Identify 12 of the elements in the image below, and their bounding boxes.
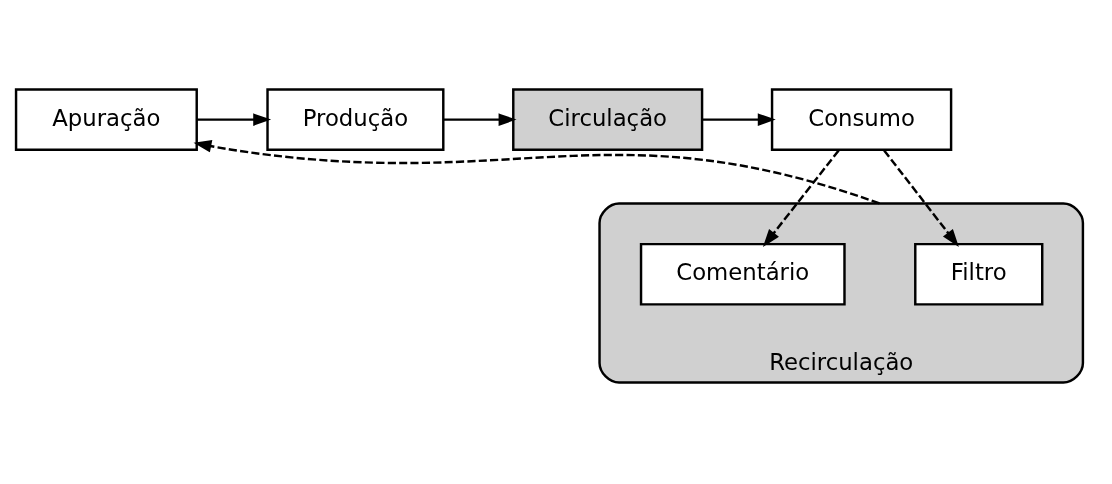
node-box: Comentário	[639, 242, 846, 306]
node-box: Produção	[266, 87, 445, 151]
node-box: Filtro	[914, 242, 1044, 306]
node-box: Circulação	[512, 87, 704, 151]
node-box: Consumo	[770, 87, 953, 151]
node-box: Apuração	[14, 87, 198, 151]
arrow	[702, 112, 776, 126]
arrow	[193, 139, 880, 205]
arrow	[762, 149, 840, 247]
arrow	[883, 149, 959, 247]
arrow	[443, 112, 517, 126]
arrow	[196, 112, 272, 126]
